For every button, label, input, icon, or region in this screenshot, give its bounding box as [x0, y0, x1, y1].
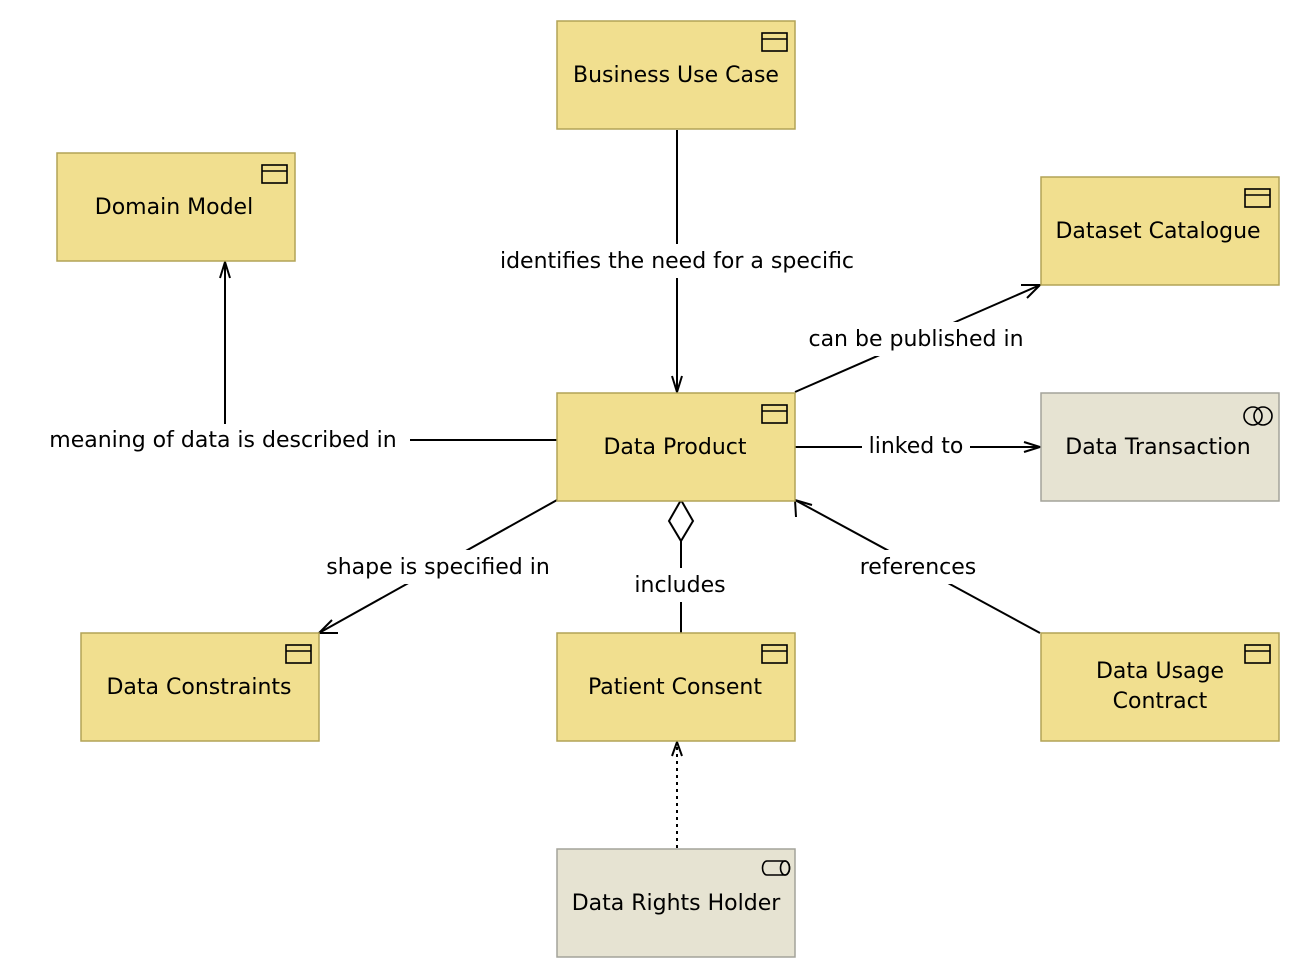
node-label: Dataset Catalogue [1055, 219, 1260, 244]
node-data-constraints[interactable]: Data Constraints [80, 632, 320, 742]
edge-label-includes-text: includes [634, 573, 725, 598]
business-interaction-icon [1243, 406, 1273, 426]
edge-label-published-in: can be published in [796, 322, 1036, 356]
node-label: Patient Consent [588, 675, 762, 700]
node-label-line2: Contract [1113, 689, 1208, 714]
edge-includes[interactable] [667, 497, 695, 633]
business-object-icon [761, 404, 788, 424]
edge-label-published-in-text: can be published in [808, 327, 1023, 352]
node-data-transaction[interactable]: Data Transaction [1040, 392, 1280, 502]
edge-label-identifies: identifies the need for a specific [483, 244, 873, 278]
business-object-icon [1244, 644, 1271, 664]
node-domain-model[interactable]: Domain Model [56, 152, 296, 262]
node-label: Domain Model [95, 195, 253, 220]
business-object-icon [761, 32, 788, 52]
node-label: Data Rights Holder [572, 891, 782, 916]
edge-label-shape-specified-in: shape is specified in [314, 550, 562, 584]
business-object-icon [285, 644, 312, 664]
node-label: Data Transaction [1065, 435, 1250, 460]
business-role-icon [761, 860, 791, 876]
edge-label-identifies-text: identifies the need for a specific [500, 249, 854, 274]
node-label: Data Constraints [106, 675, 291, 700]
edge-label-shape-specified-in-text: shape is specified in [326, 555, 550, 580]
edge-meaning-described-in[interactable] [219, 258, 557, 441]
aggregation-diamond-icon [667, 497, 695, 543]
node-label: Business Use Case [573, 63, 779, 88]
edge-label-meaning-described-in-text: meaning of data is described in [49, 428, 396, 453]
node-data-product[interactable]: Data Product [556, 392, 796, 502]
edge-label-linked-to-text: linked to [869, 434, 964, 459]
node-label-line1: Data Usage [1096, 659, 1224, 684]
edge-label-meaning-described-in: meaning of data is described in [36, 424, 410, 458]
node-patient-consent[interactable]: Patient Consent [556, 632, 796, 742]
node-label: Data Product [603, 435, 746, 460]
edge-label-includes: includes [626, 568, 736, 602]
node-data-usage-contract[interactable]: Data Usage Contract [1040, 632, 1280, 742]
business-object-icon [261, 164, 288, 184]
node-dataset-catalogue[interactable]: Dataset Catalogue [1040, 176, 1280, 286]
edge-access[interactable] [671, 739, 683, 848]
node-business-use-case[interactable]: Business Use Case [556, 20, 796, 130]
node-data-rights-holder[interactable]: Data Rights Holder [556, 848, 796, 958]
edge-label-linked-to: linked to [862, 430, 970, 464]
business-object-icon [761, 644, 788, 664]
edge-label-references: references [852, 550, 984, 584]
business-object-icon [1244, 188, 1271, 208]
edge-label-references-text: references [860, 555, 977, 580]
